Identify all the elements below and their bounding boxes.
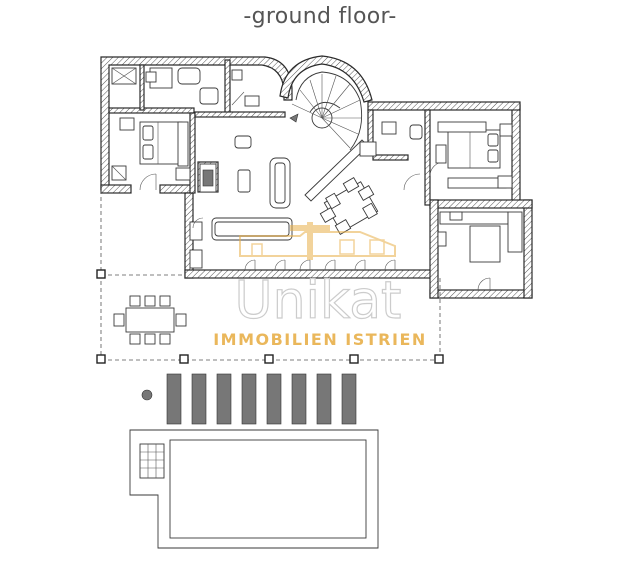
watermark-logo xyxy=(239,222,396,260)
page-title: -ground floor- xyxy=(243,4,397,29)
interior-walls xyxy=(108,59,431,206)
watermark-brand: Unikat xyxy=(235,271,402,331)
bathroom-top xyxy=(111,67,260,107)
watermark-tagline: IMMOBILIEN ISTRIEN xyxy=(213,330,427,349)
bedroom-left xyxy=(111,117,191,191)
swimming-pool xyxy=(129,429,379,549)
living-room xyxy=(189,135,421,271)
sun-loungers xyxy=(141,373,357,425)
bedroom-right xyxy=(359,121,513,189)
terrace xyxy=(96,190,444,364)
kitchen xyxy=(437,211,523,291)
house-walls xyxy=(100,55,533,299)
